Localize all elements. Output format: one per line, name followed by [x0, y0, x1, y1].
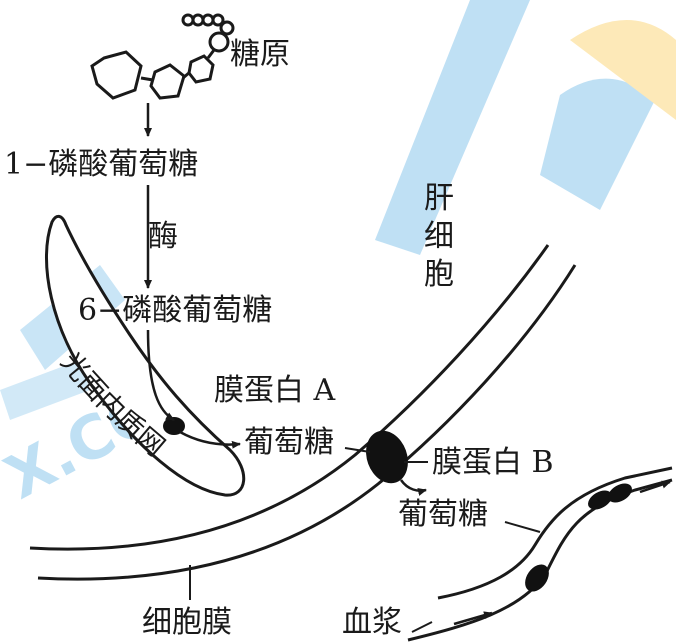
label-g1p: 1−磷酸葡萄糖: [4, 147, 198, 182]
glycogen-molecule: [90, 13, 235, 100]
label-g6p: 6−磷酸葡萄糖: [78, 293, 272, 328]
label-glycogen: 糖原: [230, 37, 290, 72]
label-protein-b: 膜蛋白 B: [432, 445, 554, 480]
label-pointers: [189, 447, 541, 633]
pathway-arrows: [144, 103, 427, 496]
label-liver-cell-2: 细: [424, 219, 454, 254]
cell-membrane-line: [29, 244, 577, 581]
smooth-er-organelle: [45, 214, 246, 497]
label-liver-cell-3: 胞: [424, 257, 454, 292]
red-blood-cells: [525, 483, 632, 592]
label-enzyme: 酶: [148, 219, 178, 254]
watermark-logo: X.CO: [0, 0, 676, 513]
membrane-protein-b: [366, 430, 408, 484]
label-glucose-b: 葡萄糖: [398, 497, 488, 532]
label-glucose-a: 葡萄糖: [244, 425, 334, 460]
blood-flow-arrows: [453, 480, 671, 626]
label-liver-cell-1: 肝: [424, 181, 454, 216]
membrane-protein-a: [163, 417, 185, 435]
label-plasma: 血浆: [342, 605, 402, 640]
label-protein-a: 膜蛋白 A: [214, 373, 336, 408]
label-cell-membrane: 细胞膜: [142, 605, 232, 640]
blood-vessel: [407, 466, 673, 642]
